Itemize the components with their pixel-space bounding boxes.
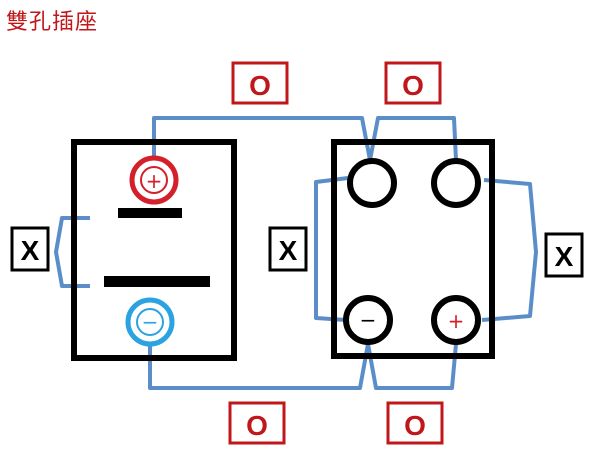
svg-text:X: X [21, 235, 40, 266]
x-label-right: X [544, 232, 584, 278]
o-label-top-right: O [384, 61, 442, 105]
battery-minus-symbol: − [142, 310, 159, 334]
svg-text:O: O [404, 410, 426, 441]
socket-box [331, 139, 495, 359]
svg-text:O: O [246, 410, 268, 441]
svg-text:X: X [279, 235, 298, 266]
x-label-left: X [10, 226, 50, 272]
wire-bracket-socket-right [481, 178, 538, 322]
battery-plus-symbol: + [146, 169, 163, 193]
socket-plus-symbol: + [448, 309, 465, 333]
battery-plate-long [104, 276, 210, 287]
svg-text:X: X [555, 241, 574, 272]
socket-hole-bottom-right: + [431, 295, 481, 345]
x-label-middle: X [268, 226, 308, 272]
svg-text:O: O [249, 70, 271, 101]
socket-hole-top-right [431, 158, 481, 208]
wire-bottom-right [366, 343, 458, 390]
o-label-bottom-left: O [228, 401, 286, 445]
svg-text:O: O [402, 70, 424, 101]
socket-minus-symbol: − [360, 308, 377, 332]
battery-plus-terminal: + [129, 155, 179, 205]
socket-hole-top-left [347, 158, 397, 208]
page-title: 雙孔插座 [6, 10, 99, 35]
wire-bottom-left [148, 343, 370, 390]
battery-plate-short [118, 208, 182, 218]
o-label-bottom-right: O [386, 401, 444, 445]
battery-box [71, 139, 237, 361]
o-label-top-left: O [231, 61, 289, 105]
battery-minus-terminal: − [125, 297, 175, 347]
socket-hole-bottom-left: − [343, 295, 393, 345]
